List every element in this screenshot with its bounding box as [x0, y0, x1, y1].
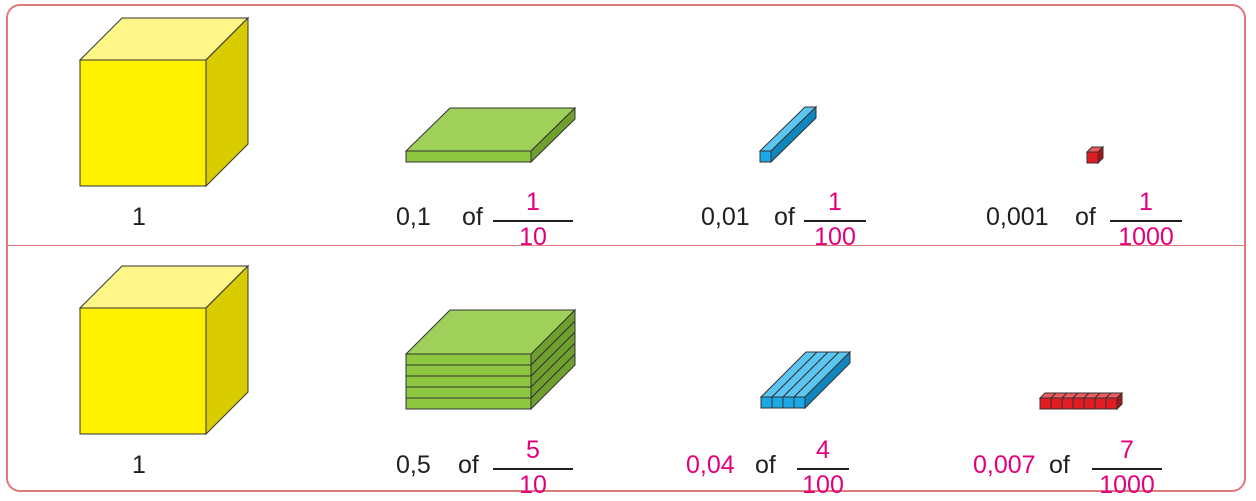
blue-rod-group-icon [759, 350, 852, 410]
unit-front [1072, 397, 1085, 410]
fraction: 1 100 [804, 190, 866, 253]
unit-side [1116, 391, 1123, 411]
fraction-bar [797, 468, 849, 470]
fraction-bar [804, 220, 866, 222]
row-divider [6, 245, 1246, 246]
fraction-numerator: 7 [1120, 436, 1134, 464]
green-flat-stack-icon [404, 308, 577, 411]
of-label: of [1049, 451, 1070, 479]
unit-front [1050, 397, 1063, 410]
fraction-numerator: 1 [1139, 188, 1153, 216]
of-label: of [1075, 203, 1096, 231]
unit-front [1039, 397, 1052, 410]
decimal-label: 0,5 [396, 451, 431, 479]
flat-layer-front [405, 364, 532, 377]
rod-front [771, 396, 784, 409]
fraction-numerator: 1 [526, 188, 540, 216]
rod-side [804, 350, 851, 410]
fraction-denominator: 10 [519, 223, 547, 251]
fraction: 7 1000 [1092, 438, 1162, 501]
whole-label: 1 [132, 451, 146, 479]
of-label: of [755, 451, 776, 479]
rod-front [760, 396, 773, 409]
flat-layer-front [405, 353, 532, 366]
of-label: of [458, 451, 479, 479]
flat-stack-top [404, 309, 577, 355]
flat-layer-front [405, 386, 532, 399]
fraction-denominator: 1000 [1118, 223, 1174, 251]
green-flat-icon [404, 106, 577, 164]
yellow-cube-icon [78, 264, 250, 436]
decimal-label: 0,001 [986, 203, 1049, 231]
decimal-label: 0,007 [973, 451, 1036, 479]
fraction-bar [493, 468, 573, 470]
fraction-numerator: 1 [828, 188, 842, 216]
fraction-denominator: 100 [802, 471, 844, 499]
fraction-bar [1110, 220, 1182, 222]
rod-front [782, 396, 795, 409]
fraction: 1 1000 [1110, 190, 1182, 253]
fraction-denominator: 10 [519, 471, 547, 499]
of-label: of [462, 203, 483, 231]
fraction: 4 100 [797, 438, 849, 501]
decimal-label: 0,1 [396, 203, 431, 231]
whole-label: 1 [132, 203, 146, 231]
unit-front [1094, 397, 1107, 410]
of-label: of [774, 203, 795, 231]
unit-front [1061, 397, 1074, 410]
yellow-cube-icon [78, 16, 250, 188]
fraction-bar [1092, 468, 1162, 470]
fraction: 5 10 [493, 438, 573, 501]
flat-layer-front [405, 375, 532, 388]
unit-front [1083, 397, 1096, 410]
flat-layer-front [405, 397, 532, 410]
fraction-denominator: 100 [814, 223, 856, 251]
decimal-label: 0,04 [686, 451, 735, 479]
fraction-numerator: 5 [526, 436, 540, 464]
fraction-bar [493, 220, 573, 222]
red-unit-cube-icon [1085, 145, 1105, 165]
unit-front [1105, 397, 1118, 410]
red-unit-row-icon [1038, 391, 1124, 411]
blue-rod-icon [758, 105, 818, 164]
decimal-label: 0,01 [701, 203, 750, 231]
fraction: 1 10 [493, 190, 573, 253]
rod-front [793, 396, 806, 409]
fraction-denominator: 1000 [1099, 471, 1155, 499]
fraction-numerator: 4 [816, 436, 830, 464]
content-frame [6, 4, 1246, 492]
